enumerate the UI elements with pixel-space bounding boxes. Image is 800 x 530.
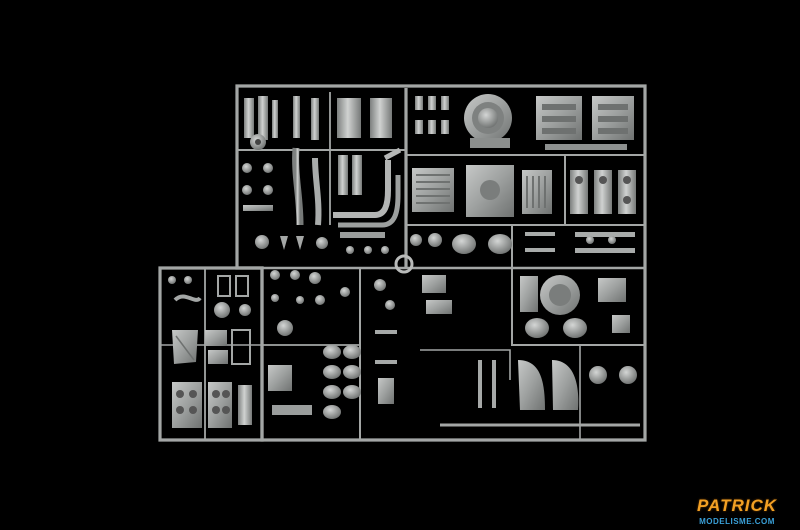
engine-block-parts — [536, 96, 634, 150]
sprue-gate-ring — [394, 254, 414, 274]
top-middle-parts — [415, 94, 512, 148]
lower-right-parts — [422, 275, 637, 410]
watermark-top-text: PATRICK — [696, 496, 778, 515]
pulley-parts — [410, 232, 635, 254]
left-frame-parts — [168, 275, 252, 428]
sprue-frame — [158, 84, 647, 442]
top-left-parts — [242, 96, 402, 254]
watermark-bottom-text: MODELISME.COM — [699, 517, 775, 526]
watermark-logo: PATRICK MODELISME.COM — [682, 496, 792, 526]
lower-middle-parts — [268, 270, 397, 419]
finned-cover-parts — [412, 165, 636, 217]
